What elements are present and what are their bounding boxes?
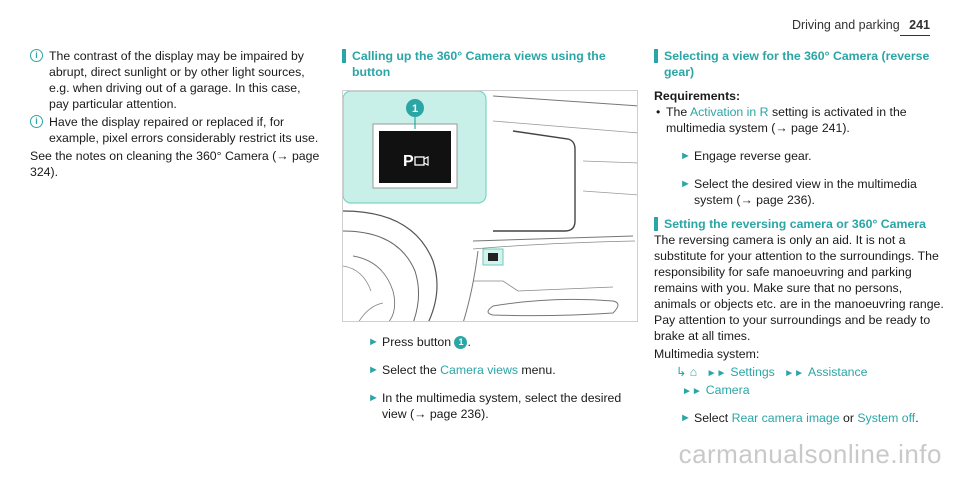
cleaning-reference[interactable]: See the notes on cleaning the 360° Camer… bbox=[30, 149, 320, 179]
page-header: Driving and parking 241 bbox=[791, 18, 930, 36]
step-arrow-icon: ► bbox=[368, 392, 379, 404]
step-arrow-icon: ► bbox=[680, 150, 691, 162]
menu-path: ↳ ⌂ ►►Settings ►►Assistance ►►Camera bbox=[654, 364, 944, 400]
column-left: i The contrast of the display may be imp… bbox=[30, 48, 320, 180]
step-text[interactable]: In the multimedia system, select the des… bbox=[382, 391, 622, 421]
home-icon[interactable]: ⌂ bbox=[689, 365, 698, 379]
req-text: The bbox=[666, 105, 690, 119]
step-arrow-icon: ► bbox=[368, 336, 379, 348]
activation-in-r-link[interactable]: Activation in R bbox=[689, 105, 769, 119]
step-text[interactable]: Select the desired view in the multimedi… bbox=[694, 177, 917, 207]
or-text: or bbox=[839, 411, 858, 425]
column-right: Selecting a view for the 360° Camera (re… bbox=[654, 48, 944, 426]
menu-assistance[interactable]: Assistance bbox=[808, 365, 868, 379]
chevron-right-icon: ►► bbox=[706, 368, 727, 379]
svg-text:P: P bbox=[403, 153, 414, 170]
menu-settings[interactable]: Settings bbox=[730, 365, 775, 379]
note-contrast: i The contrast of the display may be imp… bbox=[30, 48, 320, 112]
step-select-view: ► In the multimedia system, select the d… bbox=[342, 390, 642, 422]
step-text: Select bbox=[694, 411, 732, 425]
section-title-setting-camera: Setting the reversing camera or 360° Cam… bbox=[654, 216, 944, 232]
multimedia-label: Multimedia system: bbox=[654, 347, 760, 361]
step-arrow-icon: ► bbox=[680, 412, 691, 424]
note-repair-text: Have the display repaired or replaced if… bbox=[49, 115, 319, 145]
page-number: 241 bbox=[909, 18, 930, 32]
req-text-end: setting is activated in the multimedia s… bbox=[666, 105, 907, 135]
step-arrow-icon: ► bbox=[680, 178, 691, 190]
requirements-title: Requirements: bbox=[654, 89, 741, 103]
step-text-end: . bbox=[467, 335, 471, 349]
step-select-option: ► Select Rear camera image or System off… bbox=[654, 410, 944, 426]
step-text: Press button bbox=[382, 335, 455, 349]
callout-badge: 1 bbox=[454, 336, 468, 349]
dashboard-drawing: P 1 bbox=[343, 91, 637, 321]
system-off-option[interactable]: System off bbox=[857, 411, 916, 425]
step-text-end: . bbox=[915, 411, 919, 425]
menu-enter-arrow-icon: ↳ bbox=[676, 365, 687, 379]
info-icon: i bbox=[30, 49, 43, 62]
step-text: Select the bbox=[382, 363, 441, 377]
note-contrast-text: The contrast of the display may be impai… bbox=[49, 49, 305, 111]
chevron-right-icon: ►► bbox=[784, 368, 805, 379]
info-icon: i bbox=[30, 115, 43, 128]
camera-views-link[interactable]: Camera views bbox=[440, 363, 519, 377]
watermark: carmanualsonline.info bbox=[678, 439, 942, 469]
step-arrow-icon: ► bbox=[368, 364, 379, 376]
column-middle: Calling up the 360° Camera views using t… bbox=[342, 48, 642, 422]
step-text-end: menu. bbox=[518, 363, 556, 377]
menu-camera[interactable]: Camera bbox=[705, 383, 750, 397]
header-rule bbox=[900, 35, 930, 36]
figure-callout-number: 1 bbox=[412, 103, 418, 115]
rear-camera-image-option[interactable]: Rear camera image bbox=[731, 411, 840, 425]
section-title-reverse-gear: Selecting a view for the 360° Camera (re… bbox=[654, 48, 944, 80]
step-select-camera-views: ► Select the Camera views menu. bbox=[342, 362, 642, 378]
chevron-right-icon: ►► bbox=[682, 386, 702, 397]
section-title-calling-up: Calling up the 360° Camera views using t… bbox=[342, 48, 642, 80]
step-engage-reverse: ► Engage reverse gear. bbox=[654, 148, 944, 164]
step-press-button: ► Press button 1. bbox=[342, 334, 642, 350]
requirement-item: The Activation in R setting is activated… bbox=[654, 104, 944, 136]
camera-safety-text: The reversing camera is only an aid. It … bbox=[654, 233, 944, 343]
step-select-desired-view: ► Select the desired view in the multime… bbox=[654, 176, 944, 208]
header-section-title: Driving and parking bbox=[791, 18, 900, 32]
note-repair: i Have the display repaired or replaced … bbox=[30, 114, 320, 146]
step-text: Engage reverse gear. bbox=[694, 149, 812, 163]
dashboard-illustration: P 1 bbox=[342, 90, 638, 322]
